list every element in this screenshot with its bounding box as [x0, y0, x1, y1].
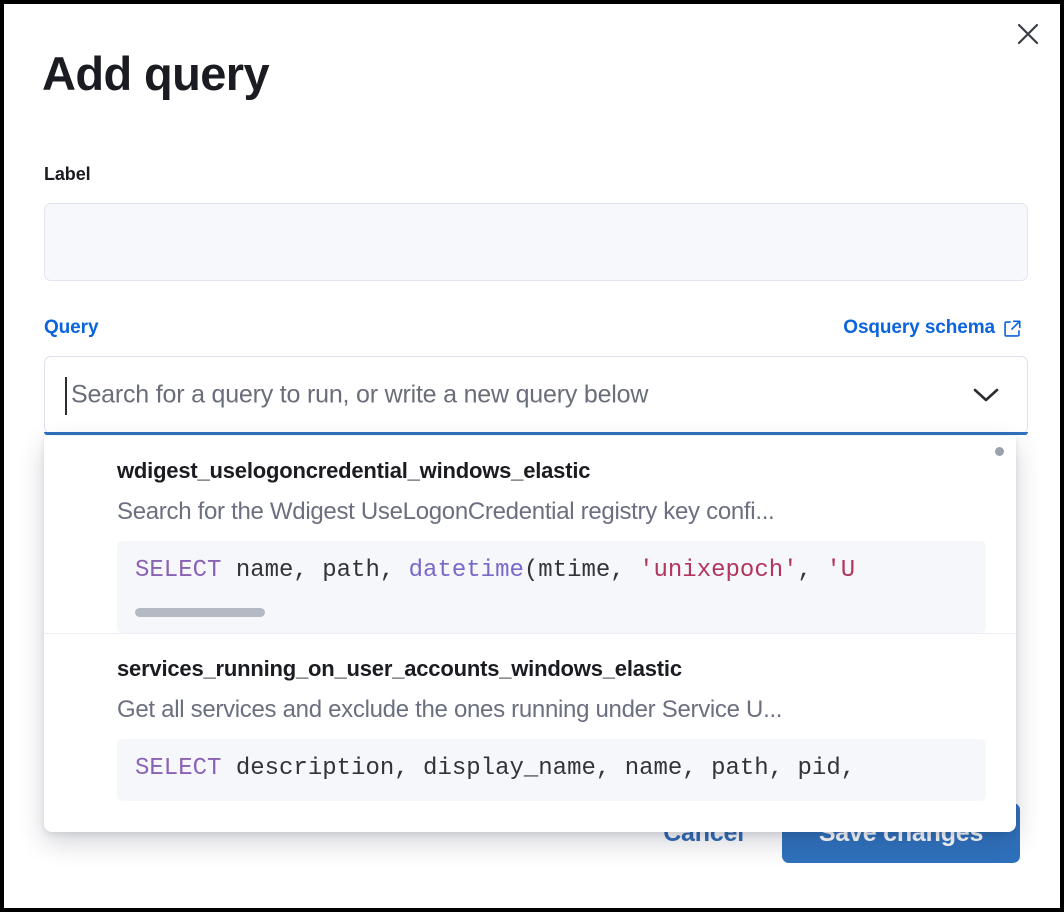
- query-suggestions-dropdown: wdigest_uselogoncredential_windows_elast…: [44, 436, 1016, 832]
- list-item-title: services_running_on_user_accounts_window…: [117, 656, 682, 681]
- sql-token-kw: SELECT: [135, 755, 222, 782]
- sql-token-plain: (mtime,: [523, 557, 640, 584]
- list-item-title: wdigest_uselogoncredential_windows_elast…: [117, 458, 591, 483]
- text-caret: [65, 377, 67, 415]
- sql-snippet-horizontal-scrollbar[interactable]: [135, 608, 265, 617]
- label-field-label: Label: [44, 164, 91, 184]
- list-item-sql-snippet: SELECT name, path, datetime(mtime, 'unix…: [117, 541, 986, 633]
- osquery-schema-link[interactable]: Osquery schema: [843, 317, 1022, 339]
- list-item-description: Get all services and exclude the ones ru…: [117, 696, 783, 723]
- label-input[interactable]: [44, 203, 1028, 281]
- list-item[interactable]: services_running_on_user_accounts_window…: [44, 633, 1016, 801]
- external-link-icon: [1003, 318, 1022, 338]
- query-search-placeholder: Search for a query to run, or write a ne…: [71, 380, 649, 409]
- list-item-sql-snippet: SELECT description, display_name, name, …: [117, 739, 986, 801]
- chevron-down-icon[interactable]: [971, 380, 1001, 410]
- sql-token-str: 'U: [826, 557, 856, 584]
- sql-token-str: 'unixepoch': [639, 557, 798, 584]
- sql-token-kw: SELECT: [135, 557, 222, 584]
- query-search-combobox[interactable]: Search for a query to run, or write a ne…: [44, 356, 1028, 434]
- sql-token-plain: name, path,: [221, 557, 409, 584]
- dropdown-list: wdigest_uselogoncredential_windows_elast…: [44, 436, 1016, 801]
- sql-token-fn: datetime: [408, 557, 524, 584]
- query-field-label: Query: [44, 317, 99, 338]
- list-item-description: Search for the Wdigest UseLogonCredentia…: [117, 498, 775, 525]
- osquery-schema-link-label: Osquery schema: [843, 317, 995, 338]
- combobox-focus-underline: [44, 432, 1028, 435]
- dropdown-scrollbar[interactable]: [995, 447, 1004, 456]
- list-item[interactable]: wdigest_uselogoncredential_windows_elast…: [44, 436, 1016, 633]
- sql-token-plain: ,: [797, 557, 827, 584]
- close-icon-button[interactable]: [1008, 14, 1048, 54]
- sql-token-plain: description, display_name, name, path, p…: [221, 755, 856, 782]
- page-title: Add query: [42, 47, 270, 100]
- close-icon: [1015, 21, 1041, 47]
